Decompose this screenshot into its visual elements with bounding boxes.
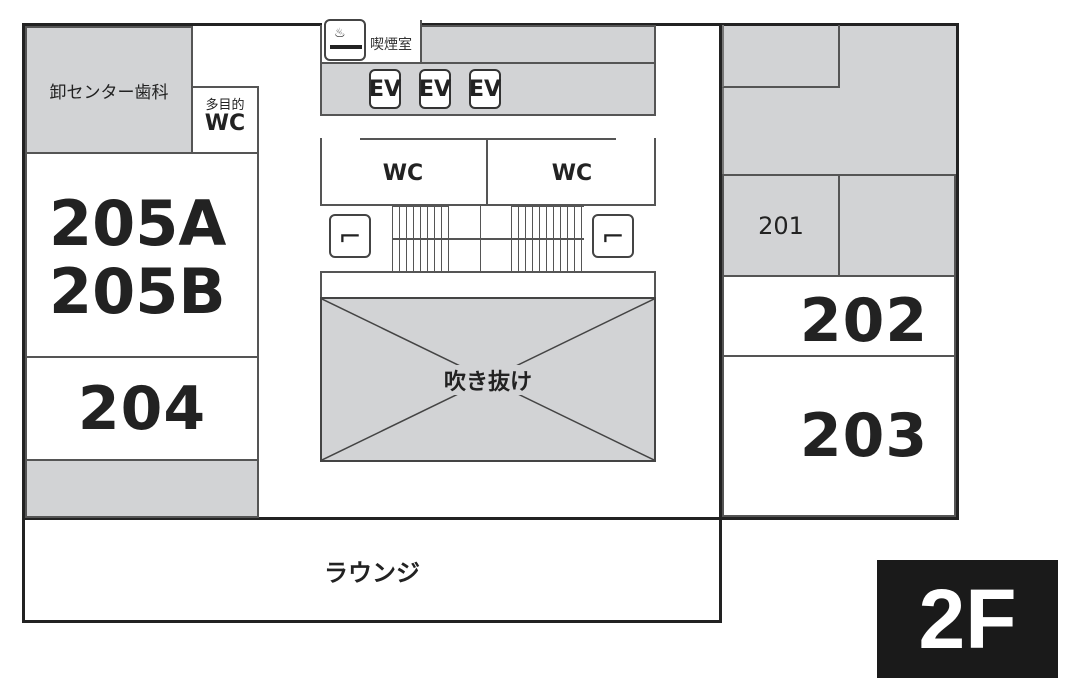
ev-label: EV [418,76,452,102]
ev-label: EV [468,76,502,102]
room-dental[interactable]: 卸センター歯科 [25,26,193,154]
multipurpose-label: 多目的 [205,98,245,113]
multipurpose-wc-label: WC [204,111,246,136]
right-block-wall [719,23,959,520]
atrium-label: 吹き抜け [428,365,548,395]
stair-center-gap [448,206,512,272]
elevator-2[interactable]: EV [419,69,451,109]
right-room-gray [838,174,956,277]
room-205a-label: 205A [49,187,227,260]
smoking-icon: ♨ [324,19,366,61]
room-204[interactable]: 204 [25,356,259,461]
room-203-label: 203 [799,401,929,471]
wc-right[interactable]: WC [488,140,656,206]
lounge-label: ラウンジ [324,558,420,587]
room-lounge[interactable]: ラウンジ [22,517,722,623]
right-small-room [722,25,840,88]
stairs-icon: ⌐ [592,214,634,258]
room-204-label: 204 [77,373,207,444]
wc-top-line [360,138,616,140]
wc-left[interactable]: WC [320,140,488,206]
dental-label: 卸センター歯科 [49,82,169,103]
floor-badge: 2F [877,560,1058,678]
ev-label: EV [368,76,402,102]
room-multipurpose-wc[interactable]: 多目的 WC [191,86,259,154]
atrium-band [320,271,656,299]
elevator-1[interactable]: EV [369,69,401,109]
room-205[interactable]: 205A 205B [25,152,259,358]
atrium: 吹き抜け [320,297,656,462]
room-202[interactable]: 202 [722,275,956,357]
storage-left [25,459,259,518]
room-205b-label: 205B [49,255,226,328]
room-203[interactable]: 203 [722,355,956,517]
elevator-3[interactable]: EV [469,69,501,109]
room-201[interactable]: 201 [722,174,840,277]
room-202-label: 202 [799,286,929,356]
stairs-icon: ⌐ [329,214,371,258]
floor-label: 2F [918,571,1017,666]
wc-block [320,138,656,206]
wc-right-label: WC [551,160,593,186]
smoking-room-label: 喫煙室 [370,37,412,53]
room-201-label: 201 [758,211,804,240]
wc-left-label: WC [382,160,424,186]
